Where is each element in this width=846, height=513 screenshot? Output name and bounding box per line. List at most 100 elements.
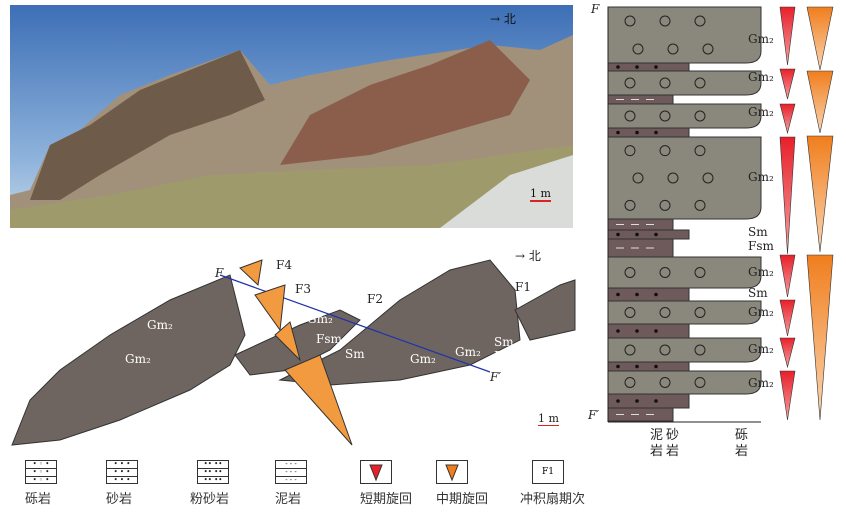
sand-layer [607, 62, 690, 72]
outcrop-photo-drawing [10, 35, 573, 228]
gravel-layer [607, 6, 762, 64]
sand-dot [616, 399, 620, 403]
sketch-scale-bar: 1 m [538, 412, 559, 426]
pebble-symbol [624, 110, 636, 122]
sand-layer [607, 127, 690, 138]
short-term-cycle-triangle [779, 103, 796, 135]
short-term-cycle-triangle [779, 136, 796, 255]
pebble-symbol [667, 172, 679, 184]
pebble-symbol [659, 145, 671, 157]
gravel-layer [607, 103, 762, 129]
pebble-symbol [694, 344, 706, 356]
pebble-symbol [659, 307, 671, 318]
sand-layer [607, 393, 690, 409]
sand-layer [607, 229, 690, 240]
mid-term-cycle-triangle [806, 254, 834, 421]
sand-dot [654, 232, 658, 237]
sand-dot [635, 399, 639, 403]
legend-mid-cycle-label: 中期旋回 [436, 492, 489, 507]
column-facies-label: Gm₂ [748, 105, 774, 119]
fault-label-f4: F4 [276, 258, 292, 272]
legend-f1-text: F1 [542, 467, 554, 477]
pebble-symbol [624, 145, 636, 157]
column-facies-label: Gm₂ [748, 32, 774, 46]
pebble-symbol [667, 43, 679, 55]
facies-label: Sm [345, 347, 365, 361]
mid-term-cycle-triangle [806, 6, 834, 71]
pebble-symbol [659, 377, 671, 388]
column-axis-label: 泥岩 [650, 428, 664, 459]
sand-dot [616, 329, 620, 333]
sand-dot [654, 364, 658, 369]
sand-dot [616, 292, 620, 297]
facies-label: Gm₂ [455, 345, 481, 359]
gravel-layer [607, 70, 762, 96]
pebble-symbol [694, 377, 706, 388]
sand-dot [616, 130, 620, 135]
column-facies-label: Gm₂ [748, 305, 774, 319]
sand-dot [654, 329, 658, 333]
section-start-label: F [215, 266, 224, 280]
column-facies-label: Gm₂ [748, 170, 774, 184]
mid-cycle-triangle-main [284, 354, 353, 446]
sand-layer [607, 361, 690, 372]
pebble-symbol [694, 199, 706, 211]
facies-label: Gm₂ [125, 352, 151, 366]
column-axis-label: 砂岩 [666, 428, 680, 459]
sand-dot [654, 130, 658, 135]
facies-label: Sm [494, 335, 514, 349]
legend-fan-stage-label: 冲积扇期次 [520, 492, 586, 507]
sand-dot [654, 65, 658, 69]
legend-siltstone-label: 粉砂岩 [190, 492, 230, 507]
pebble-symbol [659, 77, 671, 89]
fault-label-f2: F2 [367, 292, 383, 306]
mid-term-cycle-triangle [806, 70, 834, 134]
facies-label: Fsm [316, 332, 342, 346]
legend-mudstone-swatch: - - -- - -- - - [275, 460, 307, 484]
sketch-north-arrow: → 北 [515, 249, 541, 263]
short-term-cycle-triangle [779, 337, 796, 369]
pebble-symbol [694, 145, 706, 157]
section-end-label: F′ [490, 370, 502, 384]
column-facies-label: Gm₂ [748, 265, 774, 279]
pebble-symbol [659, 110, 671, 122]
gravel-layer [607, 256, 762, 289]
gravel-layer [607, 337, 762, 363]
column-facies-label: Fsm [748, 239, 774, 253]
column-axis-label: 砾岩 [735, 428, 749, 459]
pebble-symbol [624, 199, 636, 211]
short-term-cycle-triangle [779, 68, 796, 100]
rock-body-middle [234, 309, 361, 376]
rock-body-right [278, 259, 521, 386]
pebble-symbol [632, 172, 644, 184]
pebble-symbol [694, 110, 706, 122]
legend-mudstone-label: 泥岩 [275, 492, 302, 507]
pebble-symbol [694, 307, 706, 318]
legend-siltstone-swatch: •• •••• •••• •• [197, 460, 229, 484]
pebble-symbol [694, 15, 706, 27]
sand-dot [635, 329, 639, 333]
legend-sand-label: 砂岩 [106, 492, 133, 507]
mid-cycle-triangle-f3 [254, 284, 286, 332]
legend-sand-swatch: • • •• • •• • • [106, 460, 138, 484]
column-facies-label: Gm₂ [748, 342, 774, 356]
pebble-symbol [694, 267, 706, 278]
short-term-cycle-triangle [779, 254, 796, 298]
pebble-symbol [632, 43, 644, 55]
gravel-layer [607, 370, 762, 395]
legend-fan-stage-swatch: F1 [532, 460, 564, 484]
legend-gravel-swatch: • ◦ •• ◦ •• ◦ • [25, 460, 57, 484]
fault-label-f3: F3 [295, 282, 311, 296]
sand-layer [607, 323, 690, 339]
pebble-symbol [659, 15, 671, 27]
sand-dot [616, 364, 620, 369]
column-facies-label: Gm₂ [748, 70, 774, 84]
pebble-symbol [624, 15, 636, 27]
pebble-symbol [694, 77, 706, 89]
sand-dot [635, 232, 639, 237]
pebble-symbol [624, 307, 636, 318]
fault-label-f1: F1 [515, 280, 531, 294]
column-facies-label: Sm [748, 286, 768, 300]
legend-short-cycle-swatch [360, 460, 392, 484]
facies-label: Fsm [494, 349, 520, 363]
